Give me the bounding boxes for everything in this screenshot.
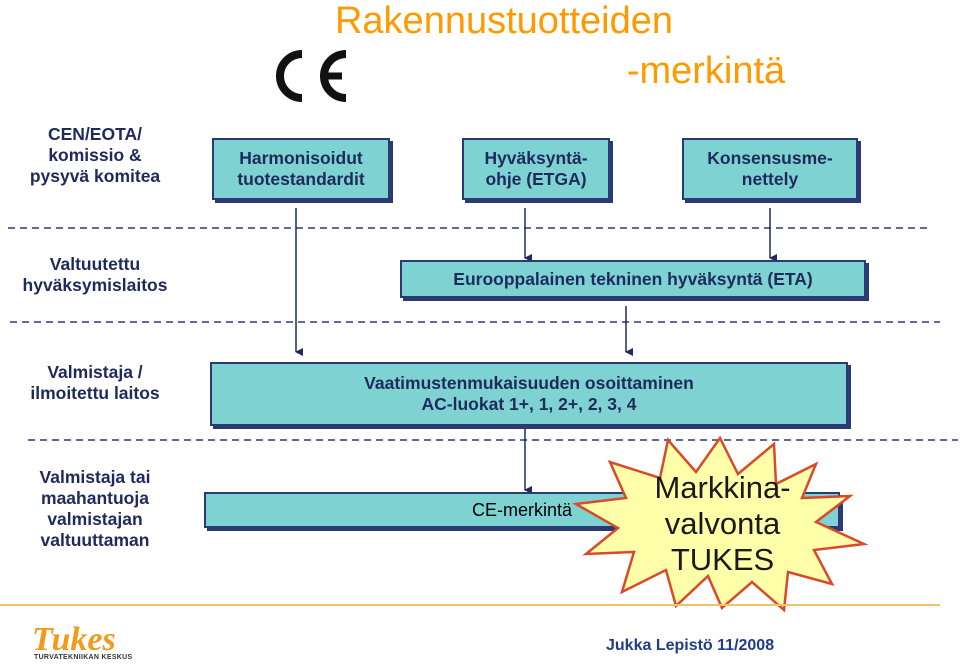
box-hyvaksyntaohje: Hyväksyntä- ohje (ETGA) [462, 138, 610, 200]
box-eta: Eurooppalainen tekninen hyväksyntä (ETA) [400, 260, 866, 298]
footer-divider [0, 604, 940, 606]
box-harmonisoidut-tuotestandardit: Harmonisoidut tuotestandardit [212, 138, 390, 200]
box-vaatimustenmukaisuus: Vaatimustenmukaisuuden osoittaminen AC-l… [210, 362, 848, 426]
ce-mark-logo [276, 50, 347, 102]
row-label-valmistaja-ilmoitettu: Valmistaja / ilmoitettu laitos [30, 362, 160, 403]
tukes-logo: Tukes [32, 621, 116, 656]
tukes-logo-subtitle: TURVATEKNIIKAN KESKUS [34, 654, 133, 661]
title-line-1: Rakennustuotteiden [334, 0, 674, 42]
row-label-cen-eota: CEN/EOTA/ komissio & pysyvä komitea [29, 124, 161, 186]
row-label-valmistaja-maahantuoja: Valmistaja tai maahantuoja valmistajan v… [39, 467, 151, 550]
markkinavalvonta-text: Markkina- valvonta TUKES [654, 470, 791, 577]
box-konsensusmenettely: Konsensusme- nettely [682, 138, 858, 200]
title-line-2: -merkintä [626, 50, 786, 92]
author-credit: Jukka Lepistö 11/2008 [606, 637, 775, 654]
svg-text:Tukes: Tukes [32, 621, 116, 656]
row-label-valtuutettu: Valtuutettu hyväksymislaitos [22, 254, 168, 295]
starburst-shape [572, 435, 869, 613]
